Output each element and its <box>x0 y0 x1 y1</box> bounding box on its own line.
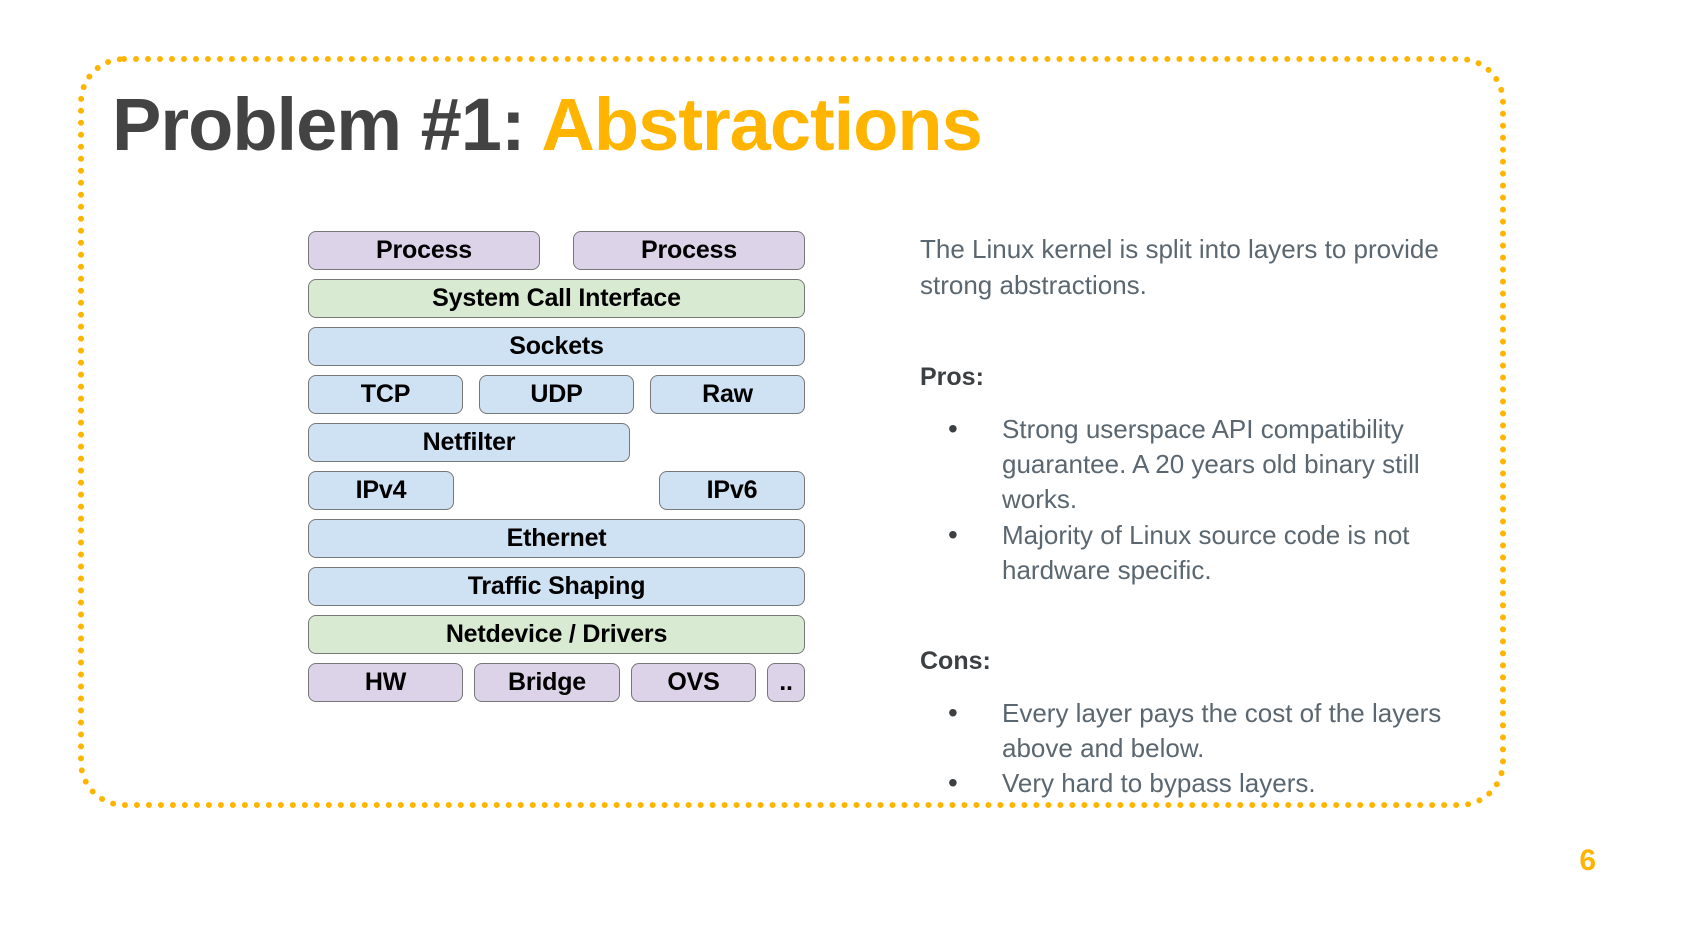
notes-intro: The Linux kernel is split into layers to… <box>920 234 1439 300</box>
stack-box-gap <box>634 375 650 414</box>
stack-box: TCP <box>308 375 463 414</box>
list-item: Very hard to bypass layers. <box>920 764 1500 802</box>
stack-box: HW <box>308 663 463 702</box>
stack-box: Process <box>573 231 805 270</box>
stack-row-traffic-shaping: Traffic Shaping <box>308 567 805 606</box>
stack-box: IPv6 <box>659 471 805 510</box>
stack-box-gap <box>540 231 573 270</box>
stack-row-ip-protocols: IPv4 IPv6 <box>308 471 805 510</box>
stack-box-gap <box>463 663 474 702</box>
page-title-prefix: Problem #1: <box>112 83 526 166</box>
stack-box: Sockets <box>308 327 805 366</box>
stack-row-ethernet: Ethernet <box>308 519 805 558</box>
stack-box: Ethernet <box>308 519 805 558</box>
stack-row-devices: HW Bridge OVS.. <box>308 663 805 702</box>
page-number: 6 <box>1579 844 1596 877</box>
notes-panel: The Linux kernel is split into layers to… <box>920 232 1500 802</box>
stack-box-gap <box>756 663 767 702</box>
list-item: Every layer pays the cost of the layers … <box>920 694 1500 766</box>
stack-box: Traffic Shaping <box>308 567 805 606</box>
stack-row-netfilter: Netfilter <box>308 423 805 462</box>
stack-row-netdevice-drivers: Netdevice / Drivers <box>308 615 805 654</box>
list-item: Strong userspace API compatibility guara… <box>920 410 1500 517</box>
stack-box: Netfilter <box>308 423 630 462</box>
cons-heading: Cons: <box>920 646 991 675</box>
stack-row-system-call-interface: System Call Interface <box>308 279 805 318</box>
page-title: Problem #1: Abstractions <box>112 88 983 162</box>
stack-row-processes: Process Process <box>308 231 805 270</box>
stack-row-transport-protocols: TCP UDP Raw <box>308 375 805 414</box>
stack-box: Bridge <box>474 663 620 702</box>
list-item: Majority of Linux source code is not har… <box>920 516 1500 588</box>
stack-box: Process <box>308 231 540 270</box>
stack-box-gap <box>463 375 479 414</box>
stack-box: Raw <box>650 375 805 414</box>
stack-box-gap <box>454 471 659 510</box>
page-title-accent: Abstractions <box>541 83 982 166</box>
stack-box: UDP <box>479 375 634 414</box>
notes-spacer <box>920 304 1500 360</box>
stack-box: IPv4 <box>308 471 454 510</box>
notes-spacer <box>920 394 1500 412</box>
stack-box: Netdevice / Drivers <box>308 615 805 654</box>
notes-spacer <box>920 678 1500 696</box>
stack-box: System Call Interface <box>308 279 805 318</box>
stack-row-sockets: Sockets <box>308 327 805 366</box>
stack-box: OVS <box>631 663 756 702</box>
cons-list: Every layer pays the cost of the layers … <box>920 694 1500 802</box>
pros-heading: Pros: <box>920 362 984 391</box>
stack-box-gap <box>620 663 631 702</box>
stack-box: .. <box>767 663 805 702</box>
pros-list: Strong userspace API compatibility guara… <box>920 410 1500 588</box>
notes-spacer <box>920 588 1500 644</box>
